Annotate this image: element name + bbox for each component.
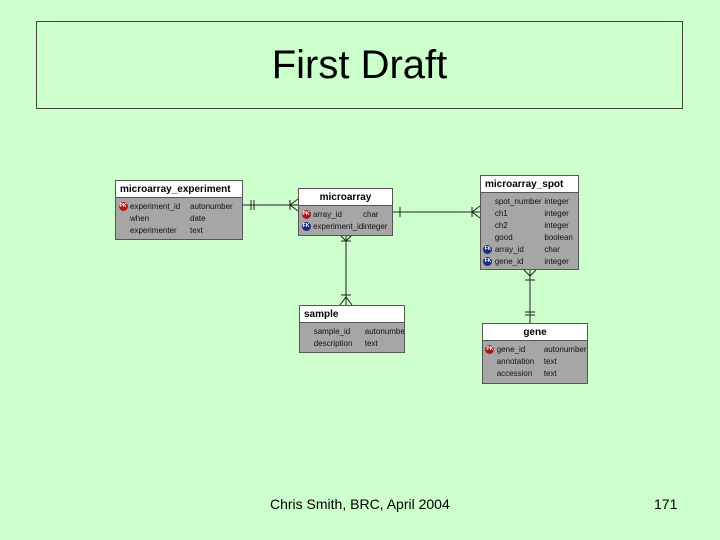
field-name: array_id — [494, 244, 524, 254]
field-type: char — [363, 209, 379, 219]
field-type: boolean — [544, 232, 573, 242]
field-name: gene_id — [496, 344, 526, 354]
key-badge: FK — [483, 256, 493, 266]
foreign-key-icon: FK — [481, 244, 495, 254]
key-badge: PK — [301, 209, 311, 219]
field-name: experiment_id — [130, 201, 181, 211]
field-name: sample_id — [313, 326, 351, 336]
field-type: autonumber — [543, 344, 587, 354]
field-type: integer — [363, 221, 388, 231]
field-row: good boolean — [481, 231, 578, 243]
field-type: text — [543, 356, 557, 366]
field-type: integer — [544, 256, 569, 266]
field-name: accession — [496, 368, 533, 378]
field-row: accession text — [483, 367, 587, 379]
field-name: array_id — [313, 209, 342, 219]
key-badge: PK — [485, 344, 495, 354]
field-type: integer — [544, 196, 569, 206]
table-sample[interactable]: sample sample_id autonumber description tex… — [299, 305, 405, 353]
field-type: text — [543, 368, 557, 378]
key-badge: FK — [483, 244, 493, 254]
field-name: experiment_id — [313, 221, 363, 231]
field-name: good — [494, 232, 513, 242]
field-type: text — [364, 338, 378, 348]
foreign-key-icon: FK — [481, 256, 495, 266]
page-number: 171 — [654, 496, 678, 512]
key-badge: PK — [118, 201, 128, 211]
field-type: integer — [544, 208, 569, 218]
primary-key-icon: PK — [299, 209, 313, 219]
field-type: char — [544, 244, 560, 254]
field-name: ch2 — [494, 220, 508, 230]
field-type: integer — [544, 220, 569, 230]
table-name: sample — [300, 306, 404, 323]
field-row: when date — [116, 212, 242, 224]
table-name: microarray_experiment — [116, 181, 242, 198]
foreign-key-icon: FK — [299, 221, 313, 231]
field-type: date — [190, 213, 206, 223]
slide-title: First Draft — [271, 42, 448, 87]
title-box: First Draft — [36, 21, 683, 109]
primary-key-icon: PK — [116, 201, 130, 211]
field-row: description text — [300, 337, 404, 349]
primary-key-icon: PK — [483, 344, 497, 354]
field-row: ch2 integer — [481, 219, 578, 231]
field-name: when — [130, 213, 150, 223]
field-name: spot_number — [494, 196, 542, 206]
table-name: microarray — [299, 189, 392, 206]
field-row: experimenter text — [116, 224, 242, 236]
key-badge: FK — [301, 221, 311, 231]
field-name: ch1 — [494, 208, 508, 218]
field-type: autonumber — [190, 201, 233, 211]
field-name: experimenter — [130, 225, 177, 235]
field-row: ch1 integer — [481, 207, 578, 219]
footer-text: Chris Smith, BRC, April 2004 — [270, 496, 450, 512]
table-name: gene — [483, 324, 587, 341]
field-row: sample_id autonumber — [300, 325, 404, 337]
field-name: description — [313, 338, 353, 348]
table-name: microarray_spot — [481, 176, 578, 193]
field-row: annotation text — [483, 355, 587, 367]
field-type: autonumber — [364, 326, 404, 336]
field-name: annotation — [496, 356, 535, 366]
field-name: gene_id — [494, 256, 524, 266]
field-type: text — [190, 225, 203, 235]
